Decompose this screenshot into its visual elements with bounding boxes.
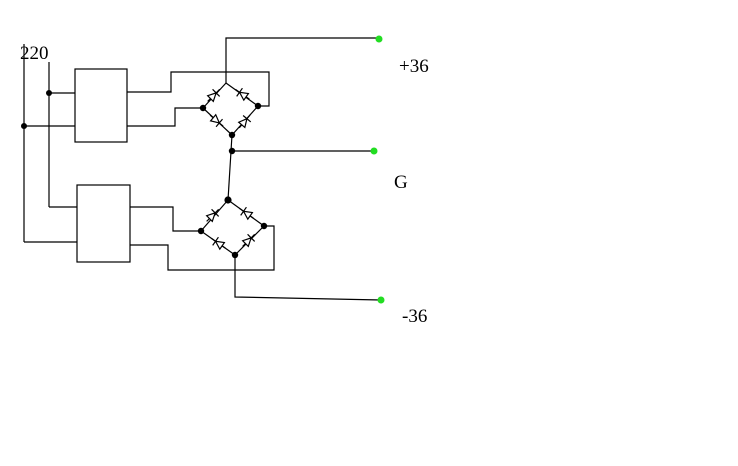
terminal-positive xyxy=(375,35,383,43)
output-terminals xyxy=(370,35,385,304)
terminal-negative xyxy=(377,296,385,304)
upper-bridge xyxy=(203,84,255,132)
diode-icon xyxy=(231,84,253,104)
lower-transformer xyxy=(76,184,131,263)
lower-bridge xyxy=(202,203,259,253)
ground-label: G xyxy=(394,172,408,193)
diode-icon xyxy=(202,205,223,226)
wires xyxy=(23,37,382,301)
positive-output-label: +36 xyxy=(399,56,429,77)
diode-icon xyxy=(207,233,229,253)
terminal-ground xyxy=(370,147,378,155)
diode-icon xyxy=(238,230,259,251)
input-voltage-label: 220 xyxy=(20,43,49,64)
diode-icon xyxy=(235,203,257,223)
junction-dots xyxy=(21,90,268,259)
negative-output-label: -36 xyxy=(402,306,428,327)
upper-transformer xyxy=(74,68,128,143)
